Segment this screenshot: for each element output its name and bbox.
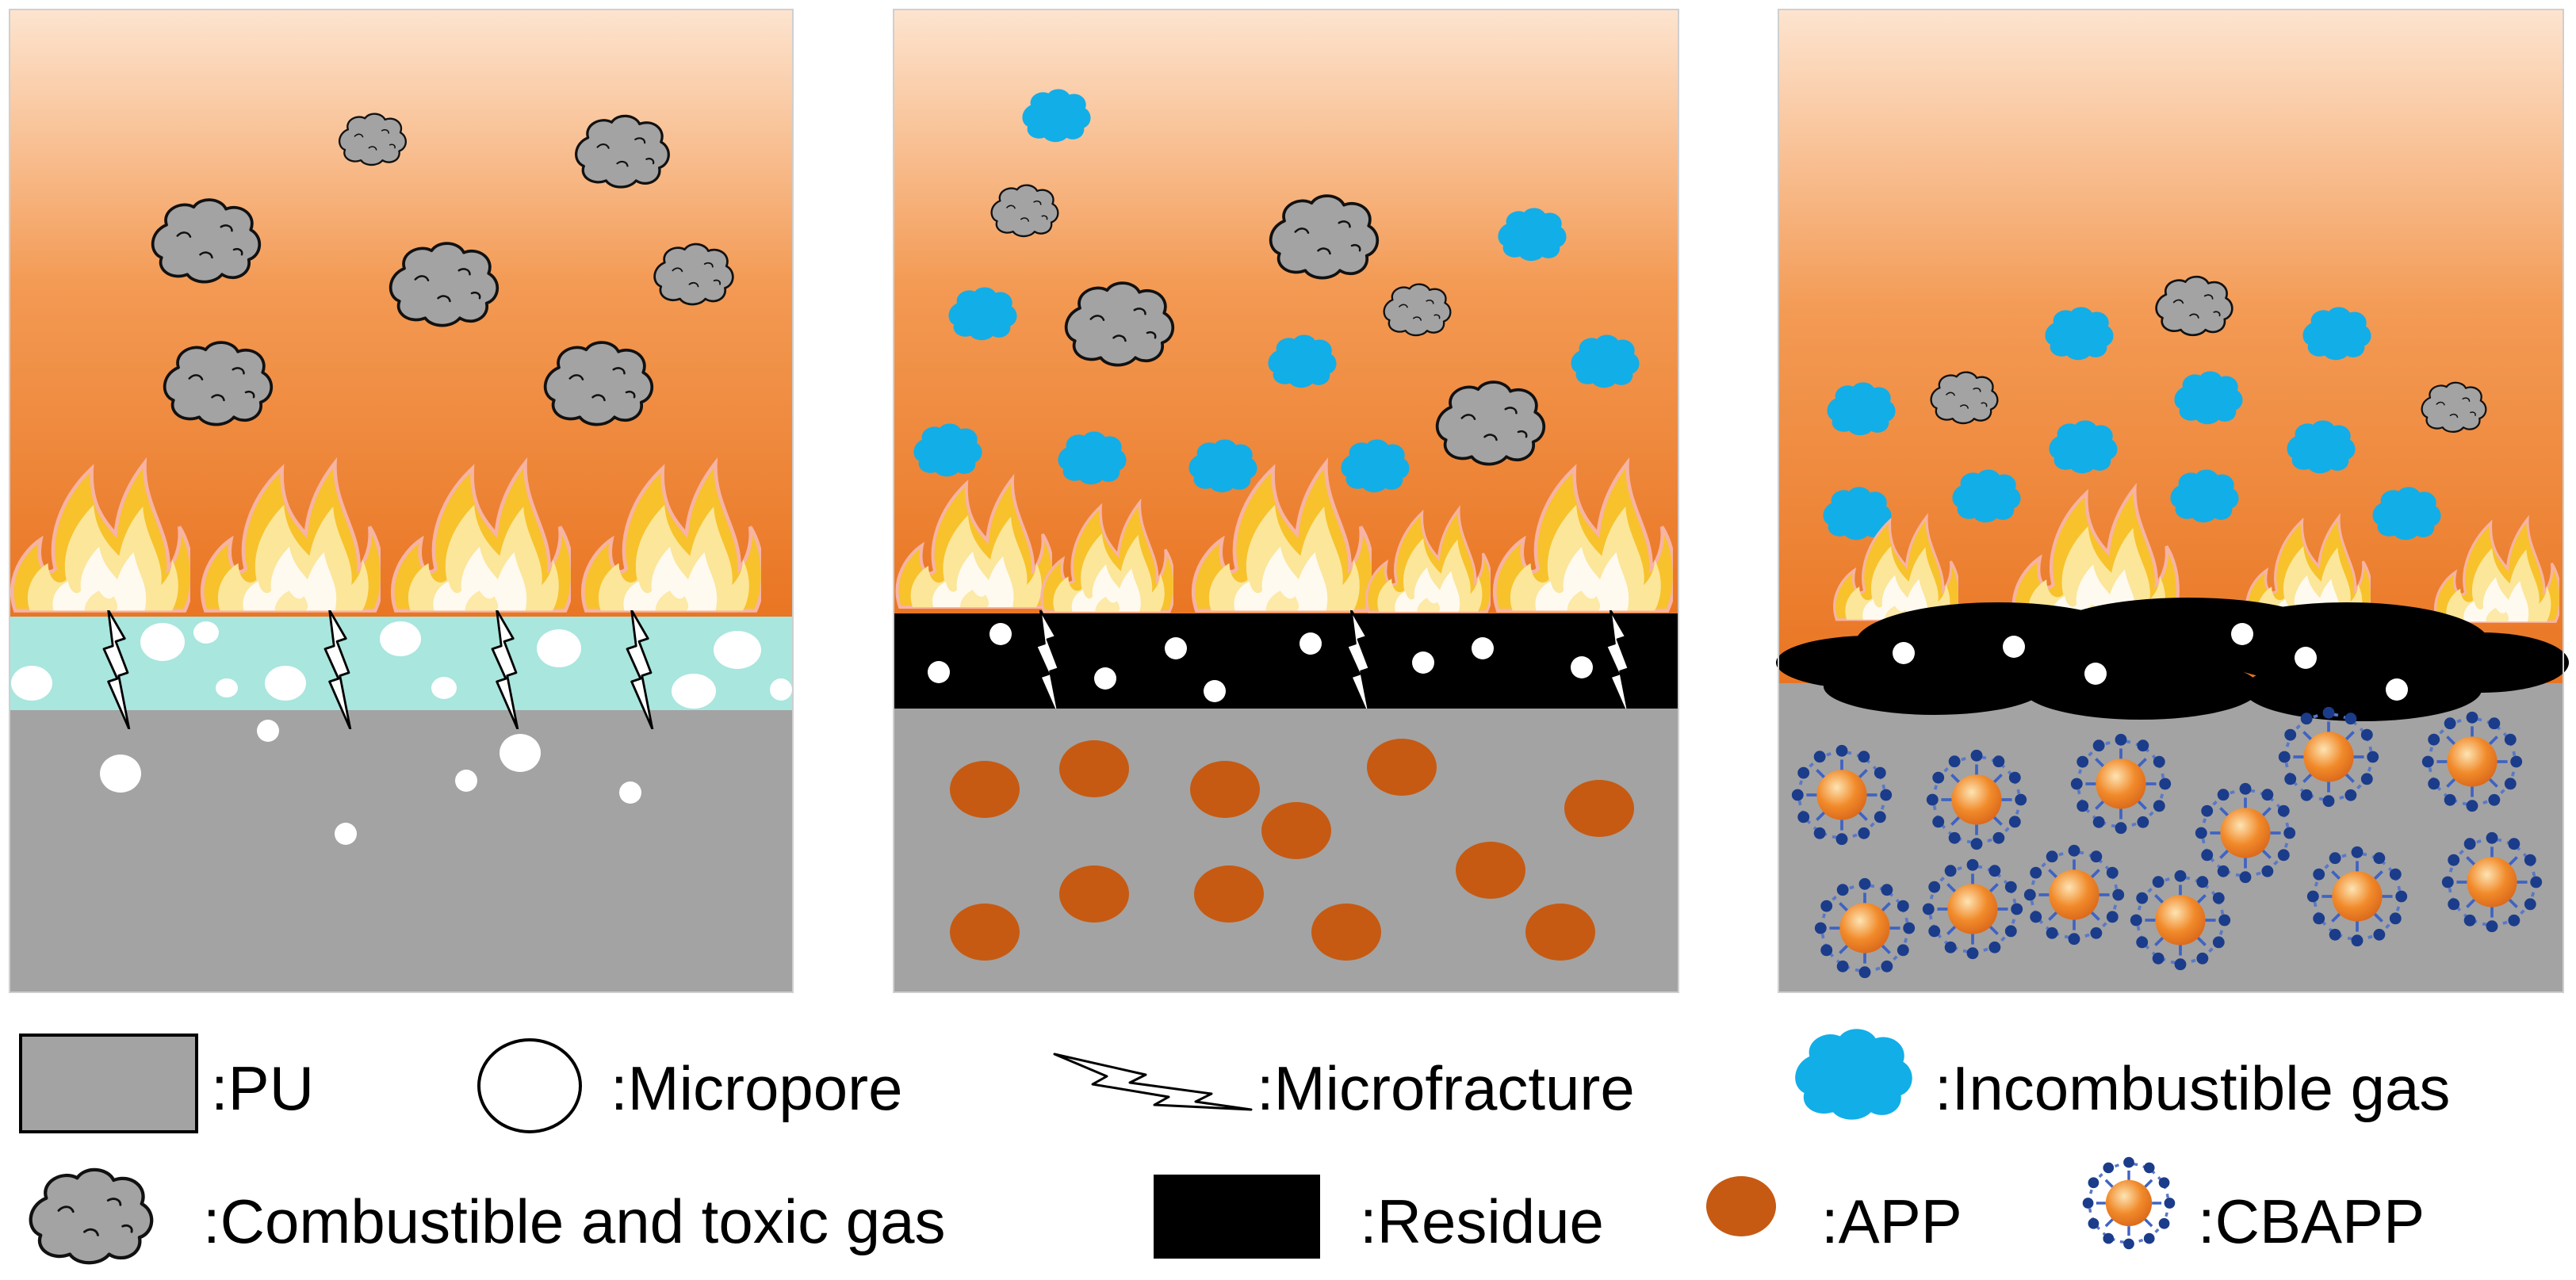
incombustible-gas-icon <box>1797 1030 1911 1118</box>
incombustible-gas-icon <box>2287 420 2356 474</box>
panel-border <box>893 9 1679 993</box>
combustible-gas-icon <box>165 342 272 425</box>
combustible-gas-icon <box>1271 196 1378 278</box>
combustible-gas-icon <box>338 113 408 166</box>
legend-label-app: :APP <box>1821 1186 1962 1256</box>
incombustible-gas-icon <box>1268 334 1337 388</box>
panel-pu-app <box>893 9 1679 993</box>
panel-border <box>9 9 794 993</box>
incombustible-gas-icon <box>1952 469 2021 523</box>
legend-label-cbapp: :CBAPP <box>2198 1186 2425 1256</box>
incombustible-gas-icon <box>2372 487 2441 541</box>
cbapp-swatch <box>2081 1156 2176 1251</box>
combustible-gas-icon <box>1066 283 1173 365</box>
combustible-gas-icon <box>990 184 1059 238</box>
incombustible-gas-icon <box>1571 334 1640 388</box>
combustible-gas-icon <box>391 243 498 326</box>
incombustible-gas-icon <box>1341 439 1410 493</box>
combustible-gas-icon <box>1383 283 1452 337</box>
panel-pu <box>9 9 794 993</box>
combustible-gas-icon <box>1437 382 1544 464</box>
combustible-gas-icon <box>2155 275 2233 337</box>
combustible-gas-icon <box>653 243 734 306</box>
combustible-gas-icon <box>153 200 260 282</box>
incombustible-gas-icon <box>1827 382 1896 436</box>
combustible-gas-icon <box>1930 371 1999 425</box>
residue-swatch <box>1154 1175 1320 1259</box>
legend-label-microfracture: :Microfracture <box>1257 1053 1635 1123</box>
incombustible-gas-icon <box>1058 431 1127 485</box>
incombustible-gas-icon <box>1022 89 1091 143</box>
app-swatch <box>1706 1176 1776 1236</box>
panel-pu-cbapp <box>1776 9 2569 993</box>
residue-micropores <box>1893 623 2408 701</box>
incombustible-gas-icon <box>2302 307 2371 361</box>
incombustible-gas-icon <box>913 423 982 477</box>
legend-label-pu: :PU <box>211 1053 314 1123</box>
legend-label-combustible-gas: :Combustible and toxic gas <box>203 1186 946 1256</box>
incombustible-gas-icon <box>2174 371 2243 425</box>
incombustible-gas-icon <box>2045 307 2114 361</box>
incombustible-gas-icon <box>948 287 1017 341</box>
combustible-gas-icon <box>574 114 670 189</box>
residue-micropores <box>928 623 1593 702</box>
microfracture-icon <box>1053 1053 1253 1111</box>
incombustible-gas-icon <box>2049 420 2118 474</box>
pu-matrix <box>10 710 793 992</box>
incombustible-gas-icon <box>1188 439 1257 493</box>
app-particles <box>950 739 1634 961</box>
legend: :PU :Micropore :Microfracture :Incombust… <box>19 1030 2450 1263</box>
incombustible-gas-icon <box>2170 469 2239 523</box>
pu-matrix <box>1778 683 2563 992</box>
legend-label-micropore: :Micropore <box>611 1053 902 1123</box>
residue-clouds <box>1776 598 2569 721</box>
pu-swatch <box>19 1034 198 1133</box>
combustible-gas-icon <box>545 342 653 425</box>
combustible-gas-icon <box>2421 381 2487 434</box>
legend-label-residue: :Residue <box>1360 1186 1604 1256</box>
micropore-swatch <box>477 1038 582 1133</box>
incombustible-gas-icon <box>1498 208 1567 262</box>
micropores <box>11 621 792 845</box>
legend-label-incombustible-gas: :Incombustible gas <box>1935 1053 2450 1123</box>
residue-layer <box>894 613 1678 709</box>
combustible-gas-icon <box>31 1170 152 1263</box>
panel-border <box>1778 9 2564 993</box>
